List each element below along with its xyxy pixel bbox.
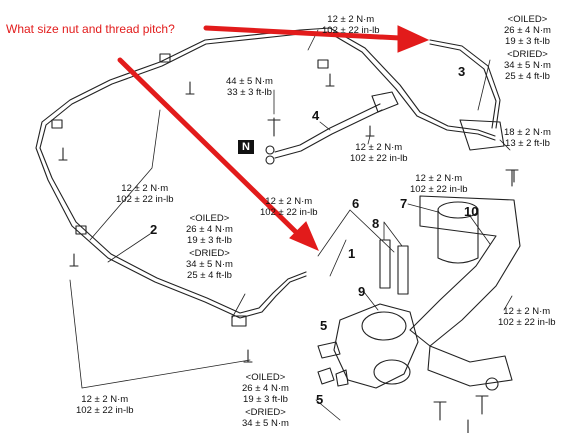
accumulator-body xyxy=(437,209,479,264)
bolt xyxy=(185,81,195,95)
leader-line xyxy=(89,109,161,241)
callout-5-lower: 5 xyxy=(316,392,324,407)
question-annotation: What size nut and thread pitch? xyxy=(6,22,175,36)
flex-hose-end xyxy=(371,91,399,113)
tube-clip xyxy=(231,315,247,327)
callout-4: 4 xyxy=(312,108,320,123)
oiled-dried-top: <OILED> 26 ± 4 N·m 19 ± 3 ft-lb <DRIED> … xyxy=(504,14,551,82)
n-badge: N xyxy=(238,140,254,154)
leader-line xyxy=(231,293,246,319)
leader-line xyxy=(329,239,347,277)
flex-hose-inner xyxy=(274,109,383,159)
flex-hose-outer xyxy=(274,103,381,153)
callout-2: 2 xyxy=(150,222,158,237)
arrow-shaft-down xyxy=(117,57,303,239)
leader-line xyxy=(407,203,439,213)
valve-8a xyxy=(379,239,391,289)
leader-line xyxy=(499,139,511,151)
callout-5-upper: 5 xyxy=(320,318,328,333)
bolt xyxy=(267,117,281,137)
bolt xyxy=(505,169,519,187)
brake-tube-inner xyxy=(39,33,307,314)
leader-line xyxy=(107,233,151,263)
motor-end xyxy=(373,359,411,385)
leader-line xyxy=(363,291,379,311)
leader-line xyxy=(469,215,491,245)
arrow-shaft-right xyxy=(203,25,403,41)
leader-line xyxy=(317,209,395,257)
fitting-5c xyxy=(335,369,349,387)
fitting-5b xyxy=(317,367,335,385)
pump-motor xyxy=(361,311,407,341)
tube-clip xyxy=(51,119,63,129)
bolt xyxy=(365,125,375,137)
bracket-3 xyxy=(459,119,505,151)
tube-clip xyxy=(317,59,329,69)
oiled-dried-bottom: <OILED> 26 ± 4 N·m 19 ± 3 ft-lb <DRIED> … xyxy=(242,372,289,429)
nut xyxy=(485,377,499,391)
tube-clip xyxy=(159,53,171,63)
right-tube xyxy=(429,39,501,129)
washer xyxy=(265,155,275,165)
oiled-dried-mid: <OILED> 26 ± 4 N·m 19 ± 3 ft-lb <DRIED> … xyxy=(186,213,233,281)
bolt xyxy=(58,147,68,161)
callout-3: 3 xyxy=(458,64,466,79)
upper-tube-outer xyxy=(299,27,496,137)
callout-7: 7 xyxy=(400,196,408,211)
abs-bracket-lower xyxy=(427,345,513,387)
washer xyxy=(265,145,275,155)
right-tube-inner xyxy=(429,43,497,129)
leader-line xyxy=(477,59,491,111)
callout-1: 1 xyxy=(348,246,356,261)
callout-8: 8 xyxy=(372,216,380,231)
callout-9: 9 xyxy=(358,284,366,299)
bolt xyxy=(325,73,335,87)
leader-line xyxy=(367,135,371,145)
valve-8b xyxy=(397,245,409,295)
callout-10: 10 xyxy=(464,204,479,219)
leader-line xyxy=(69,279,251,389)
bolt xyxy=(69,253,79,267)
bolt xyxy=(475,395,489,415)
leader-line xyxy=(319,121,331,131)
brake-tube-outer xyxy=(35,29,307,319)
fitting-5a xyxy=(317,341,341,359)
leader-line xyxy=(383,221,403,247)
hydraulic-unit xyxy=(333,303,419,389)
leader-line xyxy=(503,295,513,311)
arrow-head-right xyxy=(397,25,430,53)
bolt xyxy=(433,401,447,421)
callout-6: 6 xyxy=(352,196,360,211)
leader-line xyxy=(315,399,341,421)
arrow-head-down xyxy=(289,221,319,251)
tube-clip xyxy=(75,225,87,235)
